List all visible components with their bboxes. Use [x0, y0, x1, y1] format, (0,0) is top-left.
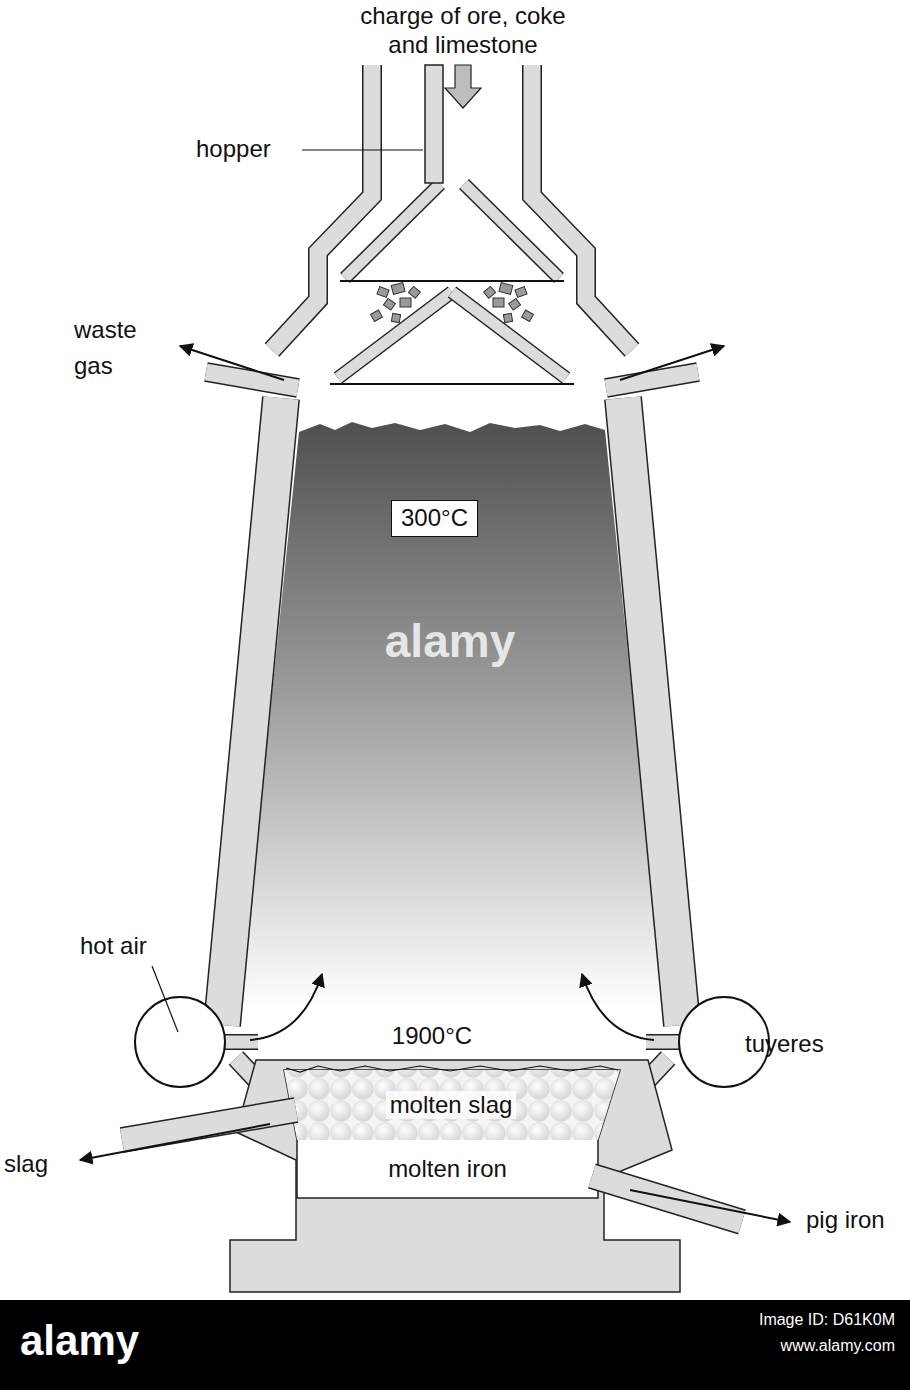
furnace-wall	[222, 398, 281, 1025]
pig-iron-arrow	[630, 1190, 790, 1222]
tuyere-ring	[135, 997, 225, 1087]
slag-surface	[286, 1066, 618, 1072]
waste-gas-pipe	[206, 372, 298, 388]
hearth-well	[284, 1070, 620, 1198]
furnace-interior	[240, 422, 664, 1070]
node-text: 300°C	[401, 504, 468, 533]
furnace-half	[135, 65, 452, 1090]
part-label: waste gas	[74, 312, 154, 384]
throat-wall	[272, 65, 372, 350]
hopper-leader	[302, 149, 423, 150]
part-label: pig iron	[806, 1206, 885, 1235]
hopper-funnel	[345, 184, 440, 278]
iron-tap	[592, 1176, 742, 1222]
throat-wall	[272, 65, 372, 350]
part-label: slag	[4, 1150, 48, 1179]
part-label: charge of ore, coke and limestone	[343, 2, 583, 60]
watermark-text: alamy	[20, 1316, 139, 1366]
part-label: hot air	[80, 932, 147, 961]
hot-air-arrow	[250, 974, 322, 1040]
watermark-text: www.alamy.com	[700, 1336, 895, 1355]
slag-arrow	[80, 1124, 270, 1160]
temperature-box: 300°C	[391, 500, 478, 537]
hot-air-leader	[152, 966, 178, 1032]
waste-gas-pipe	[206, 372, 298, 388]
part-label: hopper	[196, 135, 271, 164]
iron-tap	[592, 1176, 742, 1222]
funnel-rim	[340, 280, 452, 282]
part-label: 1900°C	[372, 1022, 492, 1051]
part-label: tuyeres	[745, 1030, 824, 1059]
hopper-funnel	[345, 184, 440, 278]
watermark-bar	[0, 1300, 910, 1390]
charge-arrow	[445, 65, 481, 108]
node-text: molten iron	[388, 1155, 507, 1184]
watermark-text: alamy	[330, 614, 570, 669]
furnace-wall	[222, 398, 281, 1025]
melt-layer: molten slag	[284, 1071, 618, 1139]
melt-layer: molten iron	[297, 1141, 598, 1197]
node-text: molten slag	[386, 1091, 517, 1120]
bell-base	[330, 383, 452, 385]
waste-gas-arrow	[180, 346, 284, 380]
hopper-pipe	[425, 65, 443, 183]
ore-lumps	[371, 283, 421, 323]
bell-cone	[338, 292, 452, 378]
watermark-text: Image ID: D61K0M	[700, 1310, 895, 1329]
slag-layer	[284, 1070, 620, 1140]
bell-cone	[338, 292, 452, 378]
furnace-half-mirror	[452, 65, 769, 1090]
